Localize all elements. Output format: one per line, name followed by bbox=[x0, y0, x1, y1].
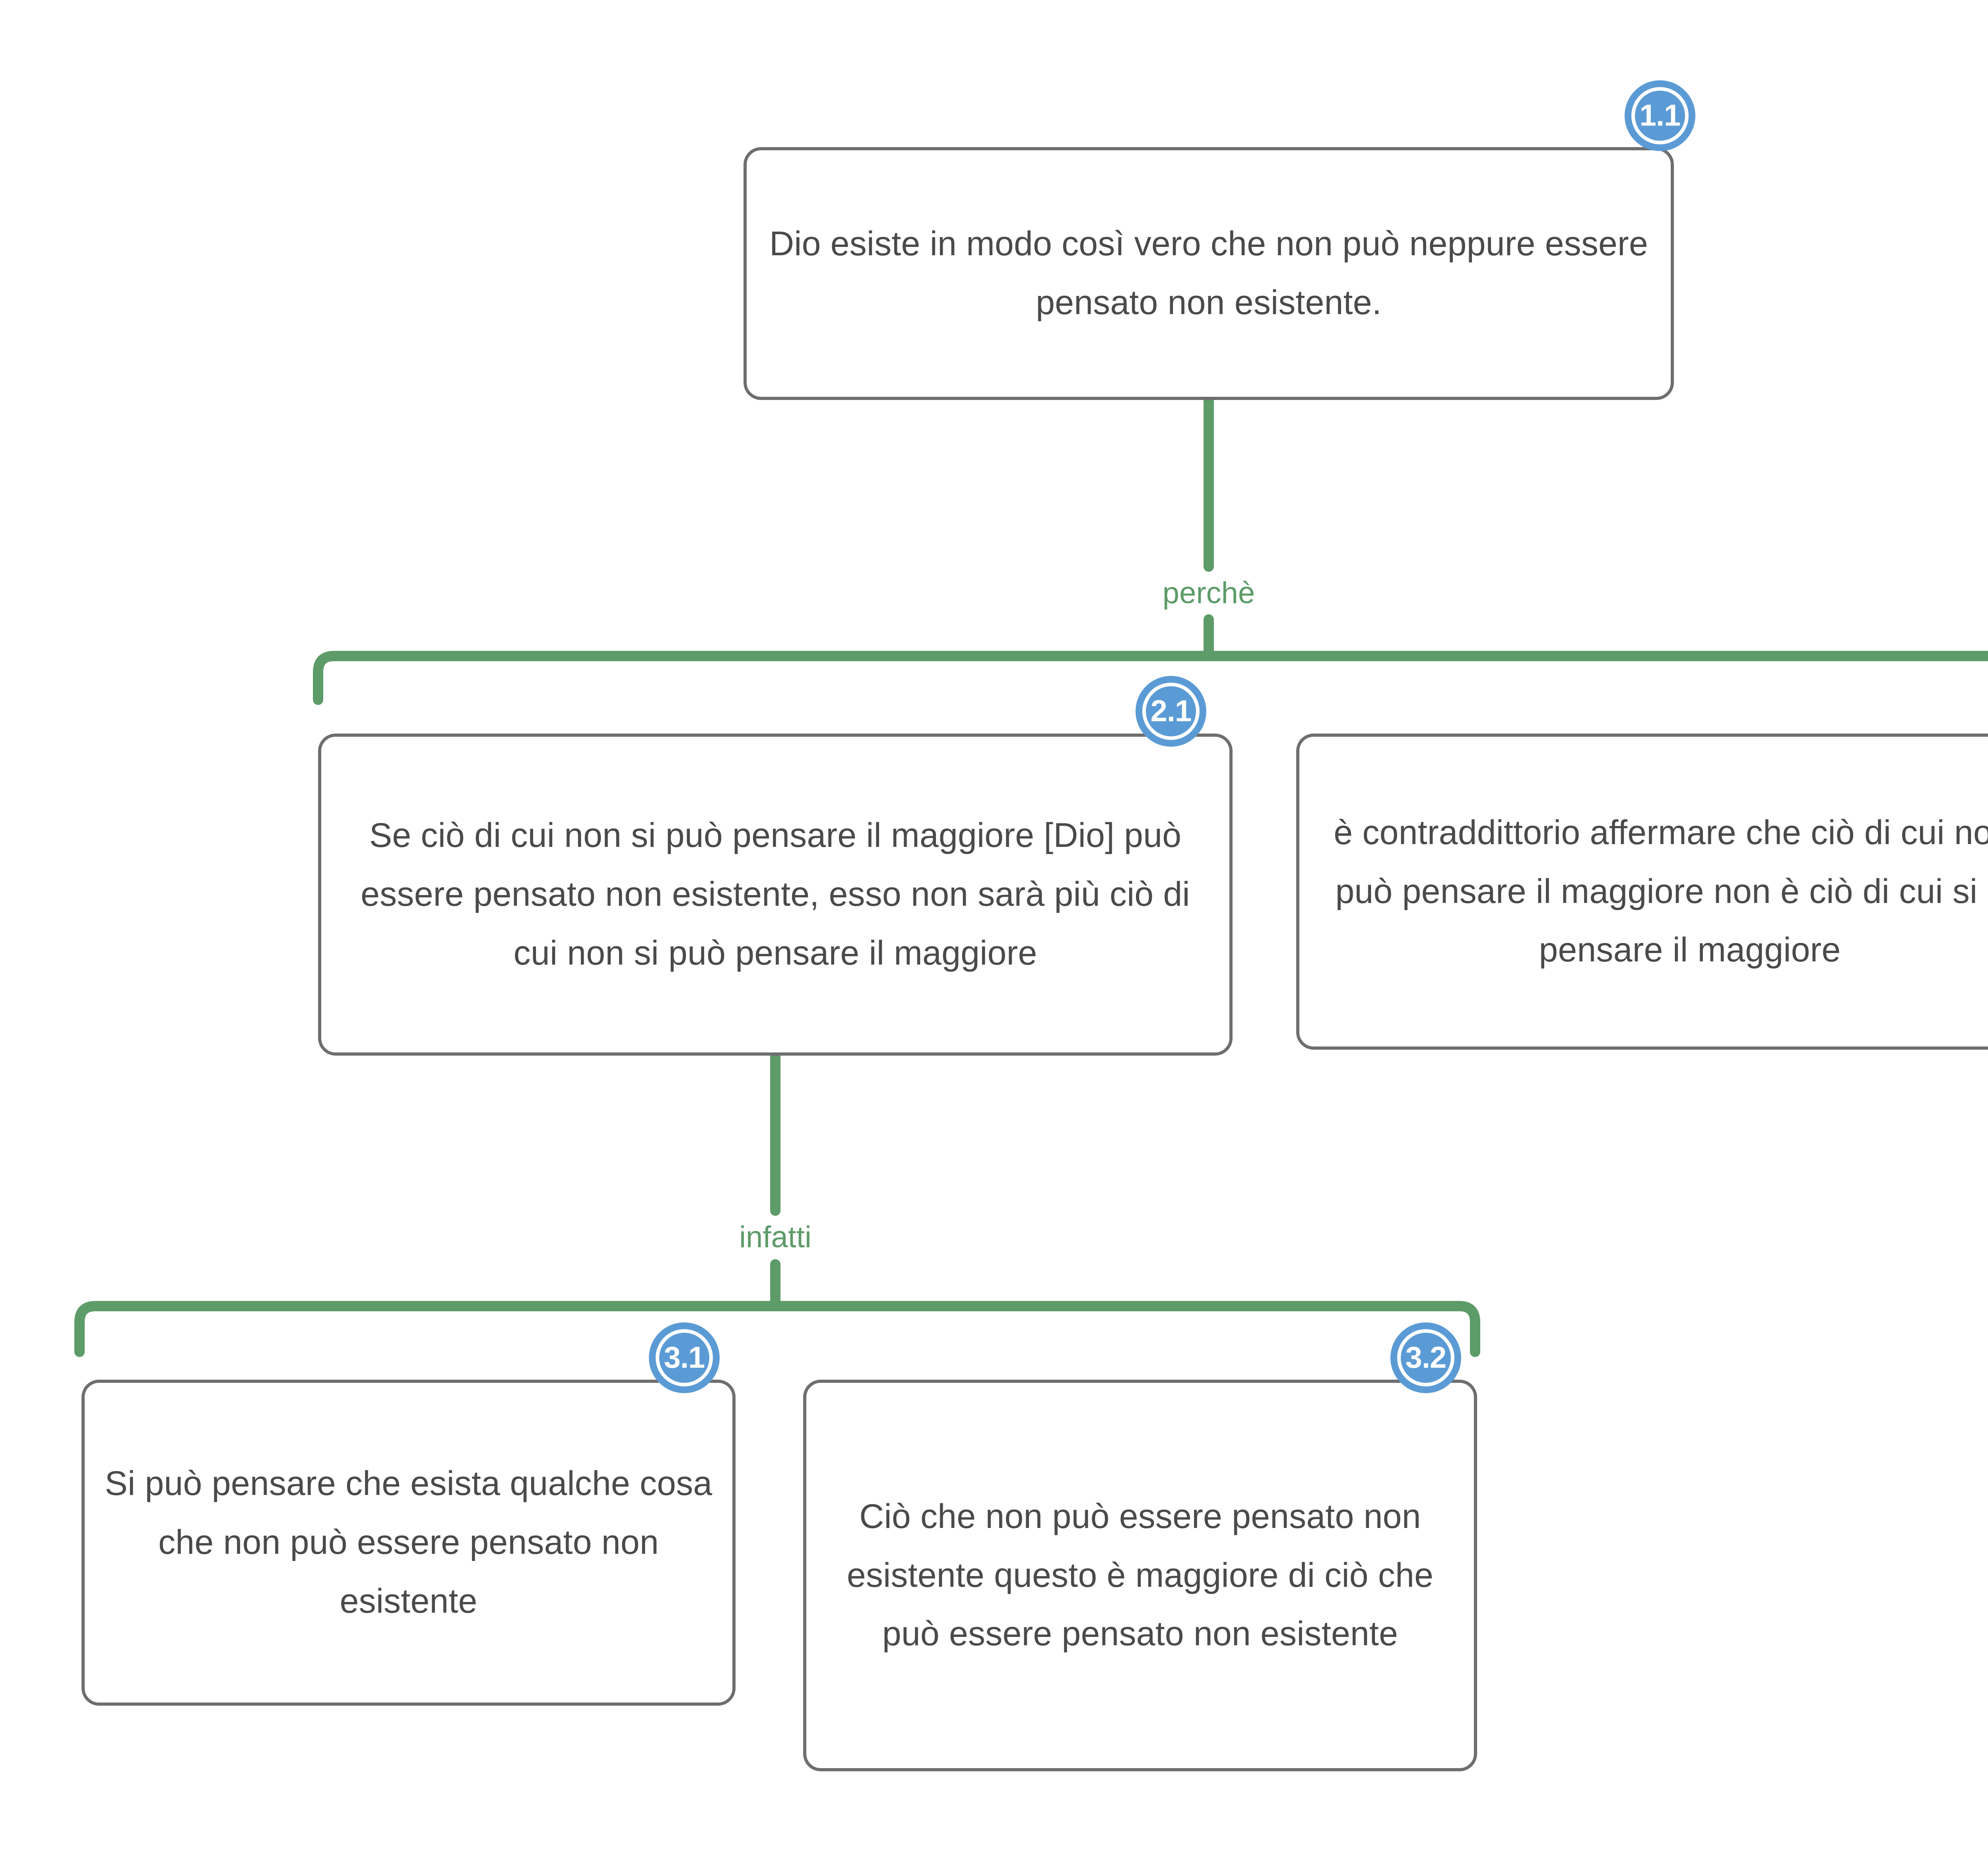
node-3-1-text: Si può pensare che esista qualche cosa c… bbox=[105, 1464, 712, 1620]
node-2-2-text: è contraddittorio affermare che ciò di c… bbox=[1334, 813, 1988, 969]
badge-3-2[interactable]: 3.2 bbox=[1390, 1322, 1461, 1393]
badge-2-1-label: 2.1 bbox=[1150, 694, 1192, 728]
badge-3-2-label: 3.2 bbox=[1405, 1341, 1447, 1374]
node-1-1[interactable]: Dio esiste in modo così vero che non può… bbox=[744, 147, 1674, 400]
badge-2-1[interactable]: 2.1 bbox=[1136, 676, 1206, 747]
edge-label-infatti: infatti bbox=[729, 1217, 822, 1258]
connector-level-3-bar bbox=[74, 1301, 1480, 1357]
badge-3-1[interactable]: 3.1 bbox=[649, 1322, 720, 1393]
node-3-2[interactable]: Ciò che non può essere pensato non esist… bbox=[803, 1380, 1477, 1771]
node-2-2[interactable]: è contraddittorio affermare che ciò di c… bbox=[1296, 734, 1988, 1050]
badge-1-1[interactable]: 1.1 bbox=[1625, 80, 1695, 151]
node-2-1[interactable]: Se ciò di cui non si può pensare il magg… bbox=[318, 734, 1233, 1056]
node-3-1[interactable]: Si può pensare che esista qualche cosa c… bbox=[82, 1380, 736, 1706]
node-1-1-text: Dio esiste in modo così vero che non può… bbox=[769, 225, 1648, 322]
edge-label-perche: perchè bbox=[1152, 573, 1266, 614]
node-3-2-text: Ciò che non può essere pensato non esist… bbox=[846, 1497, 1434, 1653]
badge-1-1-label: 1.1 bbox=[1639, 99, 1681, 132]
node-2-1-text: Se ciò di cui non si può pensare il magg… bbox=[361, 816, 1190, 972]
badge-3-1-label: 3.1 bbox=[664, 1341, 705, 1374]
